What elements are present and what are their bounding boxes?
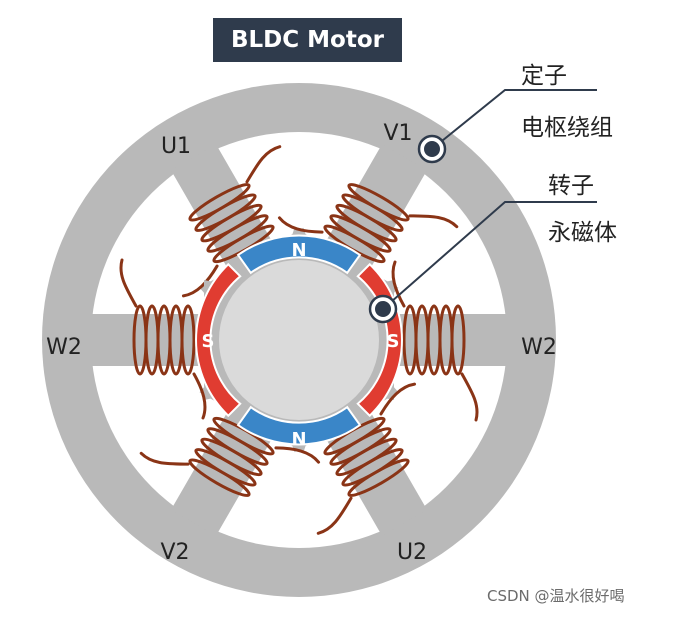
- coil-label-u1: U1: [161, 134, 191, 159]
- pole-label-s-left: S: [202, 331, 215, 352]
- pole-label-n-bottom: N: [291, 429, 306, 450]
- coil-label-w2-right: W2: [521, 335, 557, 360]
- coil-label-v2: V2: [160, 540, 189, 565]
- label-permanent-magnet: 永磁体: [548, 220, 617, 246]
- magnet-north-bottom: [236, 405, 362, 446]
- label-rotor: 转子: [548, 173, 594, 199]
- coil-label-u2: U2: [397, 540, 427, 565]
- pole-label-n-top: N: [291, 240, 306, 261]
- coil-label-v1: V1: [383, 121, 412, 146]
- pole-label-s-right: S: [387, 331, 400, 352]
- magnet-south-left: [195, 262, 242, 418]
- title-banner: BLDC Motor: [213, 18, 402, 62]
- callout-line-stator: [431, 89, 597, 150]
- callout-marker-rotor: [368, 294, 398, 324]
- watermark: CSDN @温水很好喝: [487, 587, 625, 605]
- callout-line-rotor: [382, 201, 597, 310]
- rotor-core: [219, 260, 379, 420]
- callout-marker-stator: [417, 134, 447, 164]
- magnet-north-top: [236, 234, 362, 275]
- label-stator: 定子: [521, 63, 567, 89]
- coil-label-w2-left: W2: [46, 335, 82, 360]
- label-armature-winding: 电枢绕组: [521, 115, 613, 141]
- diagram-title: BLDC Motor: [231, 27, 384, 53]
- callouts: [382, 89, 597, 310]
